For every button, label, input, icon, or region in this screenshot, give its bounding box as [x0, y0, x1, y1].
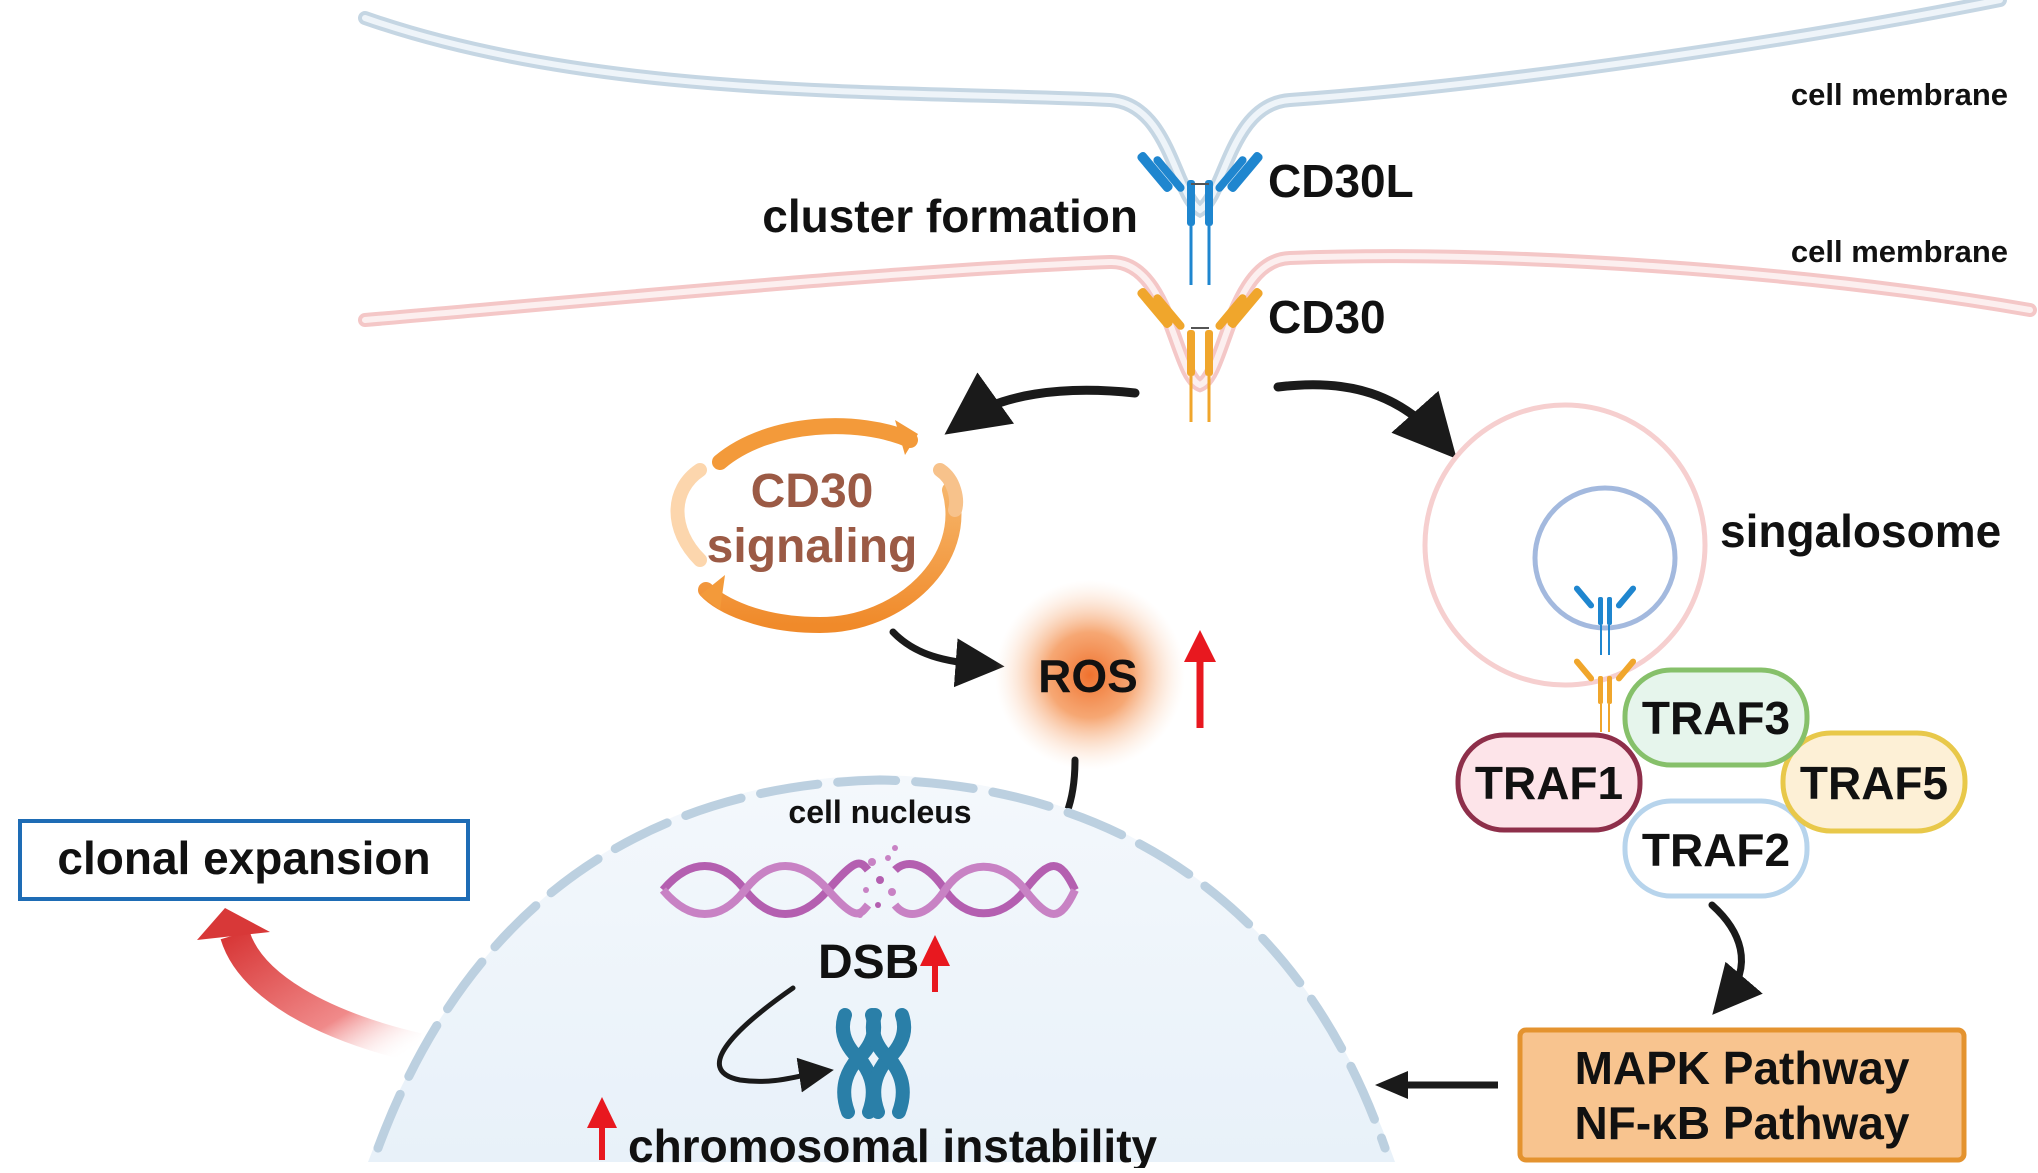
arrow-pathway-to-nucleus — [1375, 1071, 1498, 1099]
cell-nucleus-label: cell nucleus — [788, 794, 971, 830]
traf5-label: TRAF5 — [1800, 757, 1948, 809]
cell-nucleus — [368, 775, 1395, 1162]
instability-increase-arrow-icon — [587, 1097, 617, 1160]
arrow-signaling-to-ros — [889, 628, 1005, 688]
mapk-pathway-label: MAPK Pathway — [1575, 1042, 1910, 1094]
arrow-dsb-to-chromosome — [716, 985, 834, 1093]
cd30-signaling-label-line2: signaling — [707, 520, 918, 573]
top-cell-membrane — [358, 0, 2007, 219]
cd30l-label: CD30L — [1268, 155, 1414, 207]
traf2-label: TRAF2 — [1642, 824, 1790, 876]
cd30-signaling-cycle — [670, 418, 964, 634]
ros-increase-arrow-icon — [1184, 630, 1216, 728]
clonal-expansion-arrow-icon — [197, 908, 422, 1063]
singalosome-label: singalosome — [1720, 505, 2001, 557]
arrow-to-signaling — [944, 372, 1140, 435]
pathway-box — [1517, 1027, 1967, 1163]
arrow-traf-to-pathway — [1708, 901, 1763, 1015]
singalosome — [1422, 402, 1708, 688]
traf2-pill: TRAF2 — [1622, 798, 1810, 899]
cd30-receptor-icon — [1137, 288, 1263, 422]
dsb-label: DSB — [818, 936, 919, 989]
cd30l-antibody-icon — [1137, 152, 1263, 285]
clonal-expansion-box — [18, 819, 470, 901]
traf1-label: TRAF1 — [1475, 757, 1623, 809]
internalized-cd30-icon — [1573, 658, 1637, 732]
bottom-cell-membrane — [358, 249, 2037, 393]
dna-double-helix-icon — [659, 845, 1079, 918]
cluster-formation-label: cluster formation — [762, 190, 1138, 242]
dsb-increase-arrow-icon — [920, 935, 950, 992]
cell-membrane-bottom-label: cell membrane — [1791, 234, 2008, 269]
traf3-pill: TRAF3 — [1622, 667, 1810, 768]
ros-label: ROS — [1038, 650, 1138, 702]
cd30-signaling-label-line1: CD30 — [751, 465, 874, 518]
traf5-pill: TRAF5 — [1780, 730, 1968, 834]
arrow-to-singalosome — [1273, 380, 1457, 459]
nfkb-pathway-label: NF-κB Pathway — [1575, 1097, 1910, 1149]
clonal-expansion-label: clonal expansion — [57, 832, 430, 884]
internalized-cd30l-icon — [1573, 585, 1637, 655]
chromosome-icon — [835, 1008, 912, 1119]
cell-membrane-top-label: cell membrane — [1791, 77, 2008, 112]
traf1-pill: TRAF1 — [1455, 732, 1643, 833]
ros-glow — [995, 580, 1185, 770]
traf3-label: TRAF3 — [1642, 692, 1790, 744]
cd30-label: CD30 — [1268, 291, 1386, 343]
chromosomal-instability-label: chromosomal instability — [628, 1120, 1158, 1168]
